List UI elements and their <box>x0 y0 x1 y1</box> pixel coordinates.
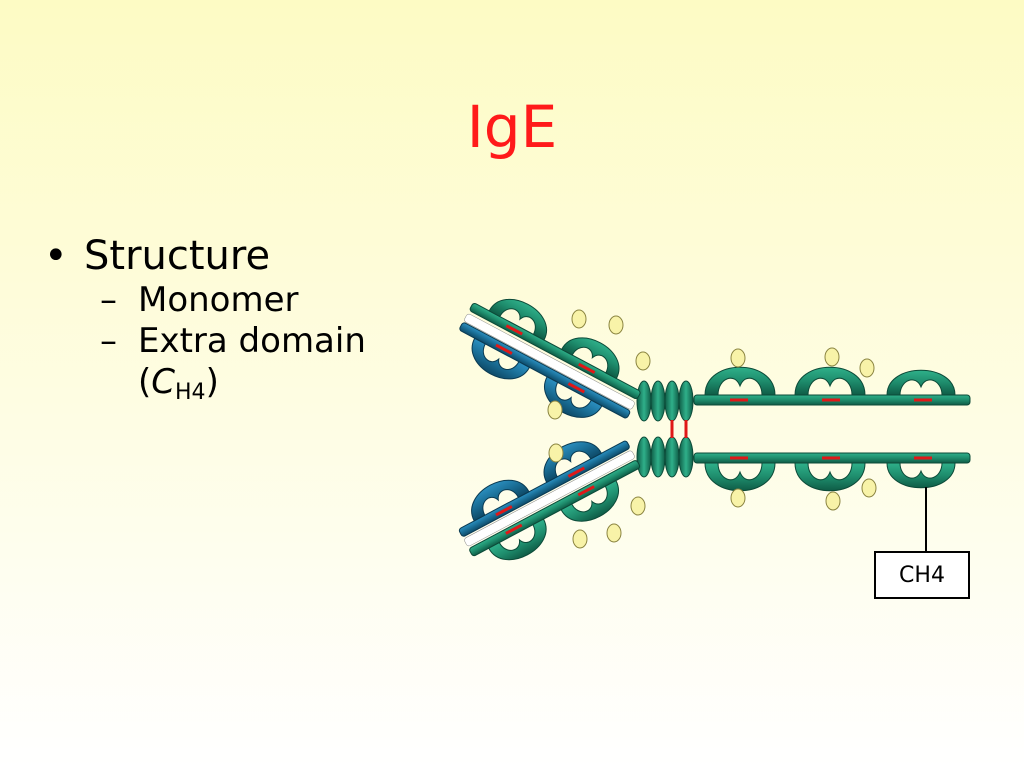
fc-upper-chain <box>693 366 971 406</box>
slide-title: IgE <box>466 93 558 161</box>
sub-bullet-monomer-label: Monomer <box>138 280 299 320</box>
bullet-dot: • <box>44 233 68 279</box>
c-symbol: C <box>151 362 176 402</box>
fab-lower-arm <box>458 440 641 561</box>
sub-bullet-extra-domain: –Extra domain <box>100 321 366 362</box>
hinge-region <box>636 380 694 478</box>
carbohydrate-groups <box>547 309 877 549</box>
sub-bullet-extra-domain-label: Extra domain <box>138 321 366 361</box>
dash: – <box>100 321 117 361</box>
bullet-structure: • Structure <box>44 232 366 280</box>
fc-lower-chain <box>693 452 971 492</box>
bullet-structure-label: Structure <box>84 233 271 279</box>
paren-close: ) <box>205 362 219 402</box>
sub-bullet-monomer: –Monomer <box>100 280 366 321</box>
ige-structure-diagram <box>458 299 971 561</box>
sub-bullet-extra-domain-cont: (CH4) <box>138 362 366 413</box>
ch4-label: CH4 <box>899 562 945 588</box>
h4-subscript: H4 <box>175 380 206 405</box>
paren-open: ( <box>138 362 152 402</box>
ch4-label-box: CH4 <box>874 551 970 599</box>
bullet-list: • Structure –Monomer –Extra domain (CH4) <box>44 232 366 413</box>
dash: – <box>100 280 117 320</box>
